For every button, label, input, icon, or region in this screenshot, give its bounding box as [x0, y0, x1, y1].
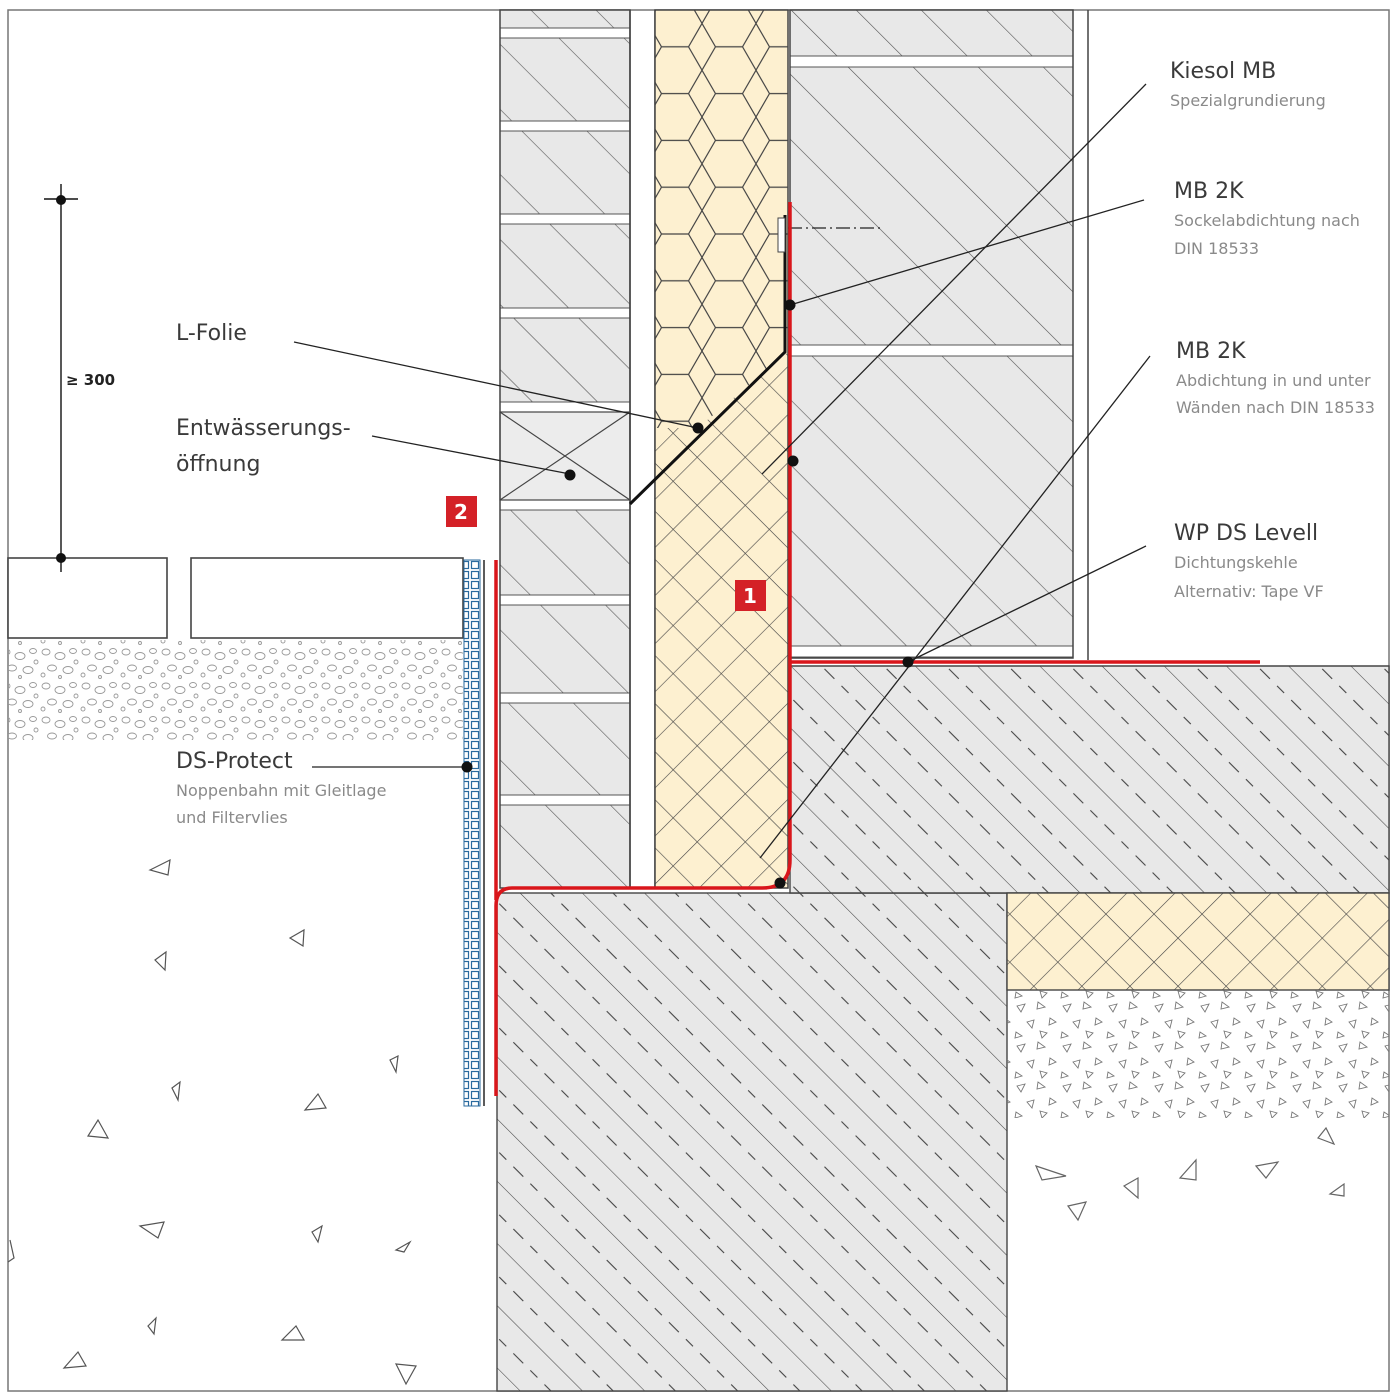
drainage-opening	[499, 411, 631, 501]
leader-lines	[293, 83, 1151, 889]
l-folie-label: L-Folie	[176, 321, 247, 346]
mb2k-a-sub1: Sockelabdichtung nach	[1174, 211, 1360, 230]
dimension-text: ≥ 300	[66, 371, 115, 389]
ds-protect-sub2: und Filtervlies	[176, 808, 288, 827]
label-kiesol: Kiesol MB Spezialgrundierung	[1170, 59, 1326, 110]
badge-1: 1	[735, 580, 766, 611]
l-folie-line	[628, 215, 787, 506]
mb2k-b-title: MB 2K	[1176, 339, 1246, 364]
mb2k-a-sub2: DIN 18533	[1174, 239, 1259, 258]
label-ds-protect: DS-Protect Noppenbahn mit Gleitlage und …	[176, 749, 386, 827]
dimension-300: ≥ 300	[44, 184, 115, 572]
mb2k-b-sub2: Wänden nach DIN 18533	[1176, 398, 1375, 417]
paving-slab-left	[7, 557, 168, 639]
entwaesserung-label-1: Entwässerungs-	[176, 416, 351, 441]
kiesol-subtitle: Spezialgrundierung	[1170, 91, 1326, 110]
soil-fill	[7, 858, 417, 1386]
wp-sub1: Dichtungskehle	[1174, 553, 1298, 572]
badge-2: 2	[446, 496, 477, 527]
mb2k-a-title: MB 2K	[1174, 179, 1244, 204]
wp-title: WP DS Levell	[1174, 521, 1318, 546]
insulation-lower-perimeter	[655, 352, 788, 888]
label-mb2k-walls: MB 2K Abdichtung in und unter Wänden nac…	[1176, 339, 1375, 417]
paving-slab-right	[190, 557, 464, 639]
ds-protect-sub1: Noppenbahn mit Gleitlage	[176, 781, 386, 800]
ds-protect-membrane	[463, 559, 481, 1107]
gravel-layer	[8, 640, 463, 740]
badge-2-text: 2	[454, 500, 468, 524]
label-mb2k-socket: MB 2K Sockelabdichtung nach DIN 18533	[1174, 179, 1360, 258]
insulation-upper-hex	[655, 10, 788, 428]
label-wp-ds-levell: WP DS Levell Dichtungskehle Alternativ: …	[1174, 521, 1324, 601]
badge-1-text: 1	[743, 584, 757, 608]
entwaesserung-label-2: öffnung	[176, 452, 260, 477]
ds-protect-title: DS-Protect	[176, 749, 293, 774]
mb2k-b-sub1: Abdichtung in und unter	[1176, 371, 1371, 390]
waterproofing-lines	[494, 202, 1260, 1096]
wp-sub2: Alternativ: Tape VF	[1174, 582, 1324, 601]
gravel-bed	[1007, 990, 1389, 1118]
kiesol-title: Kiesol MB	[1170, 59, 1276, 84]
